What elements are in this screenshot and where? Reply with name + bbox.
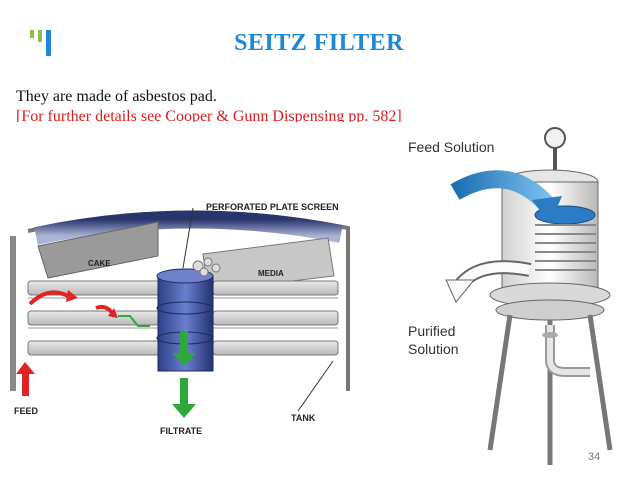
label-feed-solution: Feed Solution bbox=[408, 139, 494, 155]
page-number: 34 bbox=[588, 451, 601, 463]
reference-text: [For further details see Cooper & Gunn D… bbox=[16, 108, 402, 122]
label-solution: Solution bbox=[408, 341, 459, 357]
label-filtrate: FILTRATE bbox=[160, 426, 202, 436]
filter-cutaway-diagram: PERFORATED PLATE SCREEN CAKE MEDIA FEED … bbox=[10, 202, 350, 436]
label-feed: FEED bbox=[14, 406, 39, 416]
label-tank: TANK bbox=[291, 413, 316, 423]
label-perforated: PERFORATED PLATE SCREEN bbox=[206, 202, 339, 212]
label-purified: Purified bbox=[408, 323, 455, 339]
logo-icon bbox=[30, 30, 51, 56]
label-cake: CAKE bbox=[88, 259, 111, 268]
seitz-filter-unit-diagram: Feed Solution Purified Solution bbox=[408, 127, 613, 465]
label-media: MEDIA bbox=[258, 269, 284, 278]
body-text: They are made of asbestos pad. bbox=[16, 88, 217, 105]
slide-title: SEITZ FILTER bbox=[234, 30, 404, 56]
